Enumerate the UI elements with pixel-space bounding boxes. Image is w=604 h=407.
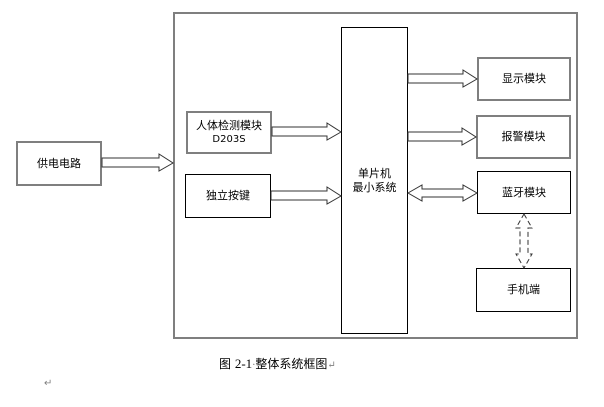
paragraph-mark: ↵ bbox=[44, 378, 53, 389]
key-block: 独立按键 bbox=[185, 174, 271, 218]
caption-text: 整体系统框图 bbox=[255, 357, 328, 371]
human-detect-label: 人体检测模块 bbox=[196, 118, 262, 132]
caption-separator: · bbox=[252, 360, 256, 371]
power-supply-label: 供电电路 bbox=[37, 156, 81, 170]
human-detect-block: 人体检测模块 D203S bbox=[186, 111, 272, 154]
phone-label: 手机端 bbox=[507, 283, 540, 296]
figure-caption: 图 2-1·整体系统框图↵ bbox=[219, 355, 336, 372]
alarm-block: 报警模块 bbox=[476, 115, 571, 159]
caption-number: 2-1 bbox=[234, 356, 253, 371]
caption-prefix: 图 bbox=[219, 357, 232, 371]
arrow-key-to-mcu bbox=[270, 186, 342, 205]
bluetooth-block: 蓝牙模块 bbox=[477, 171, 571, 214]
phone-block: 手机端 bbox=[476, 268, 571, 312]
key-label: 独立按键 bbox=[206, 189, 250, 202]
mcu-label-line2: 最小系统 bbox=[352, 180, 397, 194]
bluetooth-label: 蓝牙模块 bbox=[502, 185, 546, 199]
arrow-mcu-to-alarm bbox=[407, 127, 477, 146]
display-block: 显示模块 bbox=[477, 57, 571, 101]
system-boundary bbox=[173, 12, 578, 339]
display-label: 显示模块 bbox=[502, 72, 546, 85]
arrow-mcu-to-display bbox=[407, 69, 478, 88]
arrow-mcu-bluetooth-bidirectional bbox=[406, 184, 479, 202]
alarm-label: 报警模块 bbox=[501, 130, 546, 143]
arrow-human-detect-to-mcu bbox=[271, 122, 342, 141]
mcu-block: 单片机 最小系统 bbox=[341, 27, 408, 334]
caption-return-mark: ↵ bbox=[327, 360, 336, 371]
mcu-label-line1: 单片机 bbox=[358, 166, 391, 180]
arrow-power-to-system bbox=[101, 153, 174, 172]
power-supply-block: 供电电路 bbox=[16, 141, 102, 186]
human-detect-model: D203S bbox=[212, 133, 246, 145]
arrow-bluetooth-phone-wireless bbox=[515, 212, 533, 270]
